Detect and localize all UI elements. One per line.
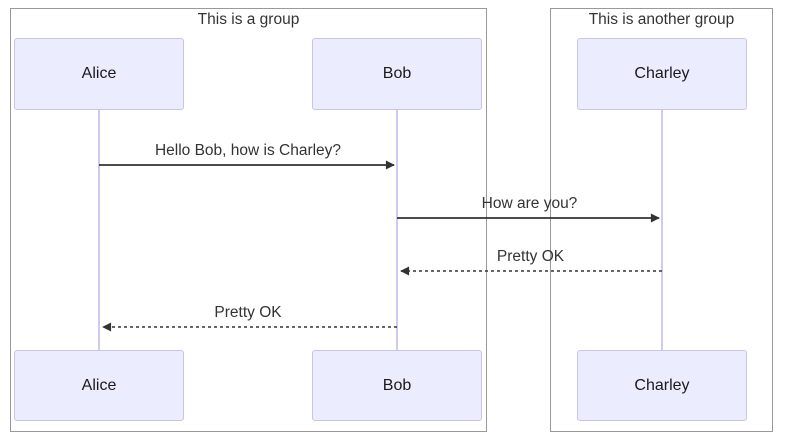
actor-label-alice-bottom: Alice — [81, 376, 117, 394]
actor-box-alice-bottom: Alice — [14, 350, 184, 421]
message-label-4: Pretty OK — [214, 304, 282, 321]
group-box-a — [10, 8, 487, 432]
actor-box-charley-top: Charley — [577, 38, 747, 110]
actor-box-bob-bottom: Bob — [312, 350, 482, 421]
message-label-3: Pretty OK — [496, 248, 565, 265]
actor-label-charley-top: Charley — [634, 65, 690, 82]
actor-label-bob-top: Bob — [382, 65, 412, 82]
actor-label-alice-top: Alice — [81, 65, 117, 82]
message-label-1: Hello Bob, how is Charley? — [154, 142, 342, 159]
actor-box-charley-bottom: Charley — [577, 350, 747, 421]
group-title-a: This is a group — [197, 11, 300, 28]
group-title-b: This is another group — [588, 11, 735, 28]
message-label-2: How are you? — [481, 195, 578, 212]
actor-box-bob-top: Bob — [312, 38, 482, 110]
group-box-b — [550, 8, 773, 432]
actor-label-charley-bottom: Charley — [634, 376, 690, 394]
actor-box-alice-top: Alice — [14, 38, 184, 110]
actor-label-bob-bottom: Bob — [382, 376, 412, 394]
